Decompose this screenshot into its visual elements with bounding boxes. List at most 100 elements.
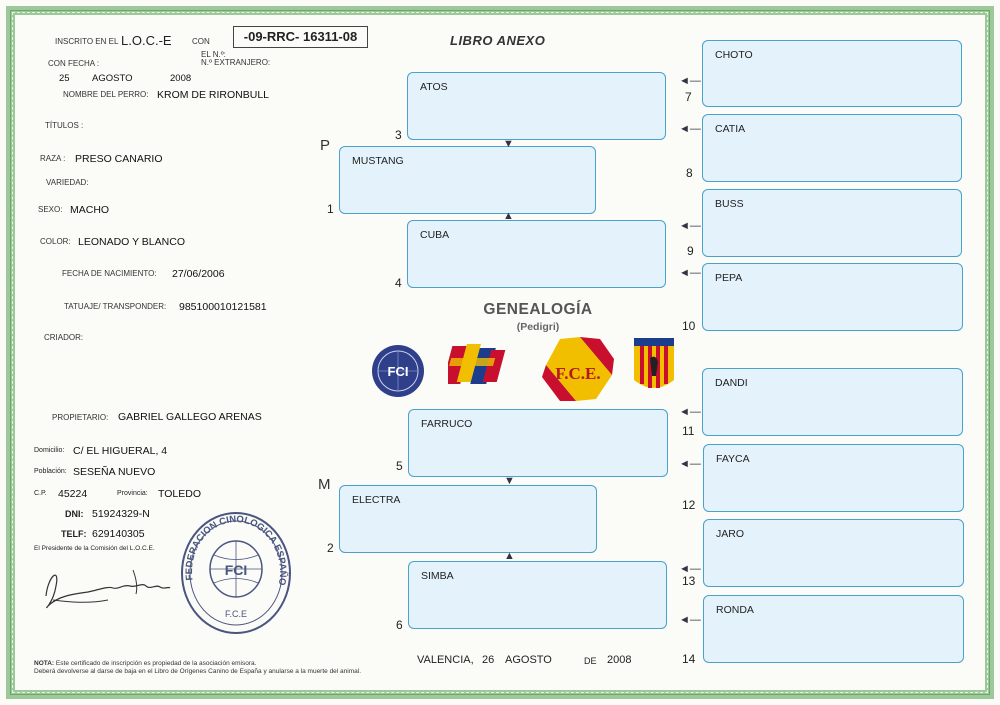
p-label: P: [320, 137, 331, 154]
arrow-left-icon: ◄—: [679, 563, 701, 575]
arrow-down-icon: ▼: [503, 138, 514, 150]
pedigree-num-8: 8: [686, 166, 693, 180]
seal-center-text: FCI: [225, 562, 248, 578]
fci-logo-text: FCI: [388, 364, 409, 379]
color-value: LEONADO Y BLANCO: [78, 236, 185, 248]
raza-label: RAZA :: [40, 154, 66, 163]
pedigree-box-14: RONDA: [703, 595, 964, 663]
note-line-1: Este certificado de inscripción es propi…: [55, 660, 257, 667]
raza-value: PRESO CANARIO: [75, 153, 163, 165]
reg-year: 2008: [170, 73, 192, 84]
pedigree-num-10: 10: [682, 319, 696, 333]
shield-logo: [634, 338, 674, 388]
con-label: CON: [192, 37, 210, 46]
pedigree-box-5: FARRUCO: [408, 409, 668, 477]
pedigree-box-4: CUBA: [407, 220, 666, 288]
pedigree-num-7: 7: [685, 90, 692, 104]
footer-note: NOTA: Este certificado de inscripción es…: [34, 660, 361, 676]
pedigree-box-13: JARO: [703, 519, 964, 587]
propietario-label: PROPIETARIO:: [52, 413, 109, 422]
fce-logo-text: F.C.E.: [555, 364, 600, 383]
telf-label: TELF:: [61, 529, 87, 539]
nombre-label: NOMBRE DEL PERRO:: [63, 90, 149, 99]
reg-day: 25: [59, 73, 70, 84]
extranjero-label: N.º EXTRANJERO:: [201, 58, 271, 67]
pedigree-name-7: CHOTO: [715, 49, 753, 61]
fce-seal: FEDERACION CINOLOGICA ESPAÑOLA FCI F.C.E: [178, 507, 291, 634]
pedigree-box-10: PEPA: [702, 263, 963, 331]
arrow-up-icon: ▲: [503, 210, 514, 222]
pedigree-num-12: 12: [682, 498, 696, 512]
registration-number: -09-RRC- 16311-08: [233, 26, 368, 48]
arrow-down-icon: ▼: [504, 475, 515, 487]
pedigree-num-11: 11: [682, 424, 695, 438]
pedigree-num-3: 3: [395, 128, 402, 142]
libro-anexo: LIBRO ANEXO: [450, 33, 546, 48]
pedigree-name-8: CATIA: [715, 123, 746, 135]
arrow-left-icon: ◄—: [679, 267, 701, 279]
arrow-left-icon: ◄—: [679, 220, 701, 232]
footer-de: DE: [584, 656, 597, 666]
provincia-label: Provincia:: [117, 490, 148, 497]
presidente-label: El Presidente de la Comisión del L.O.C.E…: [34, 545, 155, 552]
pedigree-box-3: ATOS: [407, 72, 666, 140]
nacimiento-label: FECHA DE NACIMIENTO:: [62, 269, 157, 278]
pedigree-num-6: 6: [396, 618, 403, 632]
pedigree-num-4: 4: [395, 276, 402, 290]
variedad-label: VARIEDAD:: [46, 178, 89, 187]
pedigree-name-9: BUSS: [715, 198, 744, 210]
note-line-2: Deberá devolverse al darse de baja en el…: [34, 668, 362, 675]
pedigree-box-6: SIMBA: [408, 561, 667, 629]
pedigree-box-2: ELECTRA: [339, 485, 597, 553]
titulos-label: TÍTULOS :: [45, 121, 84, 130]
pedigree-num-9: 9: [687, 244, 694, 258]
genealogia-title: GENEALOGÍA: [483, 301, 593, 318]
fce-flag-logo: F.C.E.: [542, 337, 614, 401]
pedigree-box-9: BUSS: [702, 189, 962, 257]
cp-label: C.P.: [34, 490, 47, 497]
sexo-value: MACHO: [70, 204, 110, 216]
pedigree-name-10: PEPA: [715, 272, 743, 284]
tatuaje-value: 985100010121581: [179, 301, 267, 313]
pedigree-num-14: 14: [682, 652, 696, 666]
con-fecha-label: CON FECHA :: [48, 59, 100, 68]
el-n-label: EL N.º:: [201, 50, 226, 59]
pedigree-box-8: CATIA: [702, 114, 962, 182]
sexo-label: SEXO:: [38, 205, 63, 214]
pedigree-name-4: CUBA: [420, 229, 450, 241]
pedigree-name-6: SIMBA: [421, 570, 454, 582]
provincia-value: TOLEDO: [158, 488, 201, 500]
pedigree-name-13: JARO: [716, 528, 745, 540]
arrow-left-icon: ◄—: [679, 406, 701, 418]
genealogia-subtitle: (Pedigri): [516, 321, 560, 333]
pedigree-name-3: ATOS: [420, 81, 448, 93]
pedigree-num-5: 5: [396, 459, 403, 473]
dog-name: KROM DE RIRONBULL: [157, 89, 270, 101]
dni-value: 51924329-N: [92, 508, 150, 520]
seal-bottom-text: F.C.E: [225, 609, 247, 619]
pedigree-num-2: 2: [327, 541, 334, 555]
pedigree-name-12: FAYCA: [716, 453, 750, 465]
cp-value: 45224: [58, 488, 88, 500]
arrow-left-icon: ◄—: [679, 75, 701, 87]
pedigree-box-12: FAYCA: [703, 444, 964, 512]
pedigree-name-5: FARRUCO: [421, 418, 473, 430]
footer-year: 2008: [607, 654, 632, 666]
inscrito-label: INSCRITO EN EL: [55, 37, 119, 46]
nacimiento-value: 27/06/2006: [172, 268, 225, 280]
note-bold: NOTA:: [34, 660, 55, 667]
pedigree-num-13: 13: [682, 574, 696, 588]
flags-logo: [448, 344, 506, 384]
m-label: M: [318, 476, 331, 493]
pedigree-name-2: ELECTRA: [352, 494, 401, 506]
pedigree-name-14: RONDA: [716, 604, 754, 616]
fci-logo: FCI: [372, 345, 424, 397]
arrow-left-icon: ◄—: [679, 458, 701, 470]
criador-label: CRIADOR:: [44, 333, 84, 342]
signature-image: [45, 569, 171, 609]
footer-month: AGOSTO: [505, 654, 552, 666]
footer-day: 26: [482, 654, 495, 666]
dni-label: DNI:: [65, 509, 84, 519]
pedigree-box-1: MUSTANG: [339, 146, 596, 214]
